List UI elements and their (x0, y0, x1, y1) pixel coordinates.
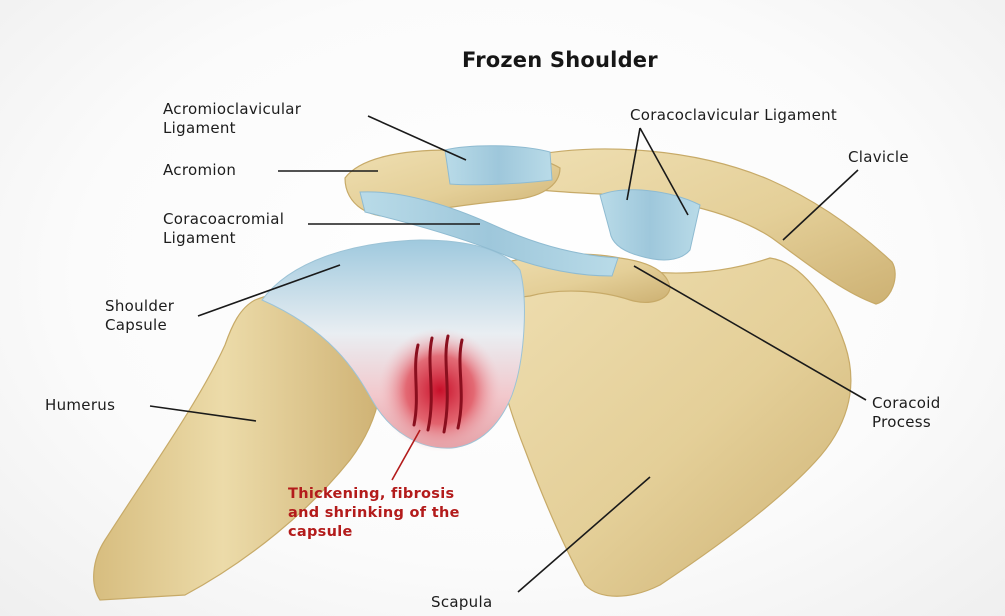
acromioclavicular-ligament (445, 146, 552, 185)
scapula-bone (478, 258, 851, 596)
label-pathology-note: Thickening, fibrosis and shrinking of th… (288, 485, 460, 542)
label-acromion: Acromion (163, 161, 236, 180)
label-coracoid-process: Coracoid Process (872, 394, 941, 432)
inflamed-capsule-region (378, 328, 502, 452)
label-humerus: Humerus (45, 396, 115, 415)
label-scapula: Scapula (431, 593, 492, 612)
label-coracoacromial-ligament: Coracoacromial Ligament (163, 210, 284, 248)
label-acromioclavicular-ligament: Acromioclavicular Ligament (163, 100, 301, 138)
label-shoulder-capsule: Shoulder Capsule (105, 297, 174, 335)
label-clavicle: Clavicle (848, 148, 909, 167)
label-coracoclavicular-ligament: Coracoclavicular Ligament (630, 106, 837, 125)
diagram-title: Frozen Shoulder (462, 48, 658, 72)
coracoclavicular-ligament (600, 190, 700, 260)
